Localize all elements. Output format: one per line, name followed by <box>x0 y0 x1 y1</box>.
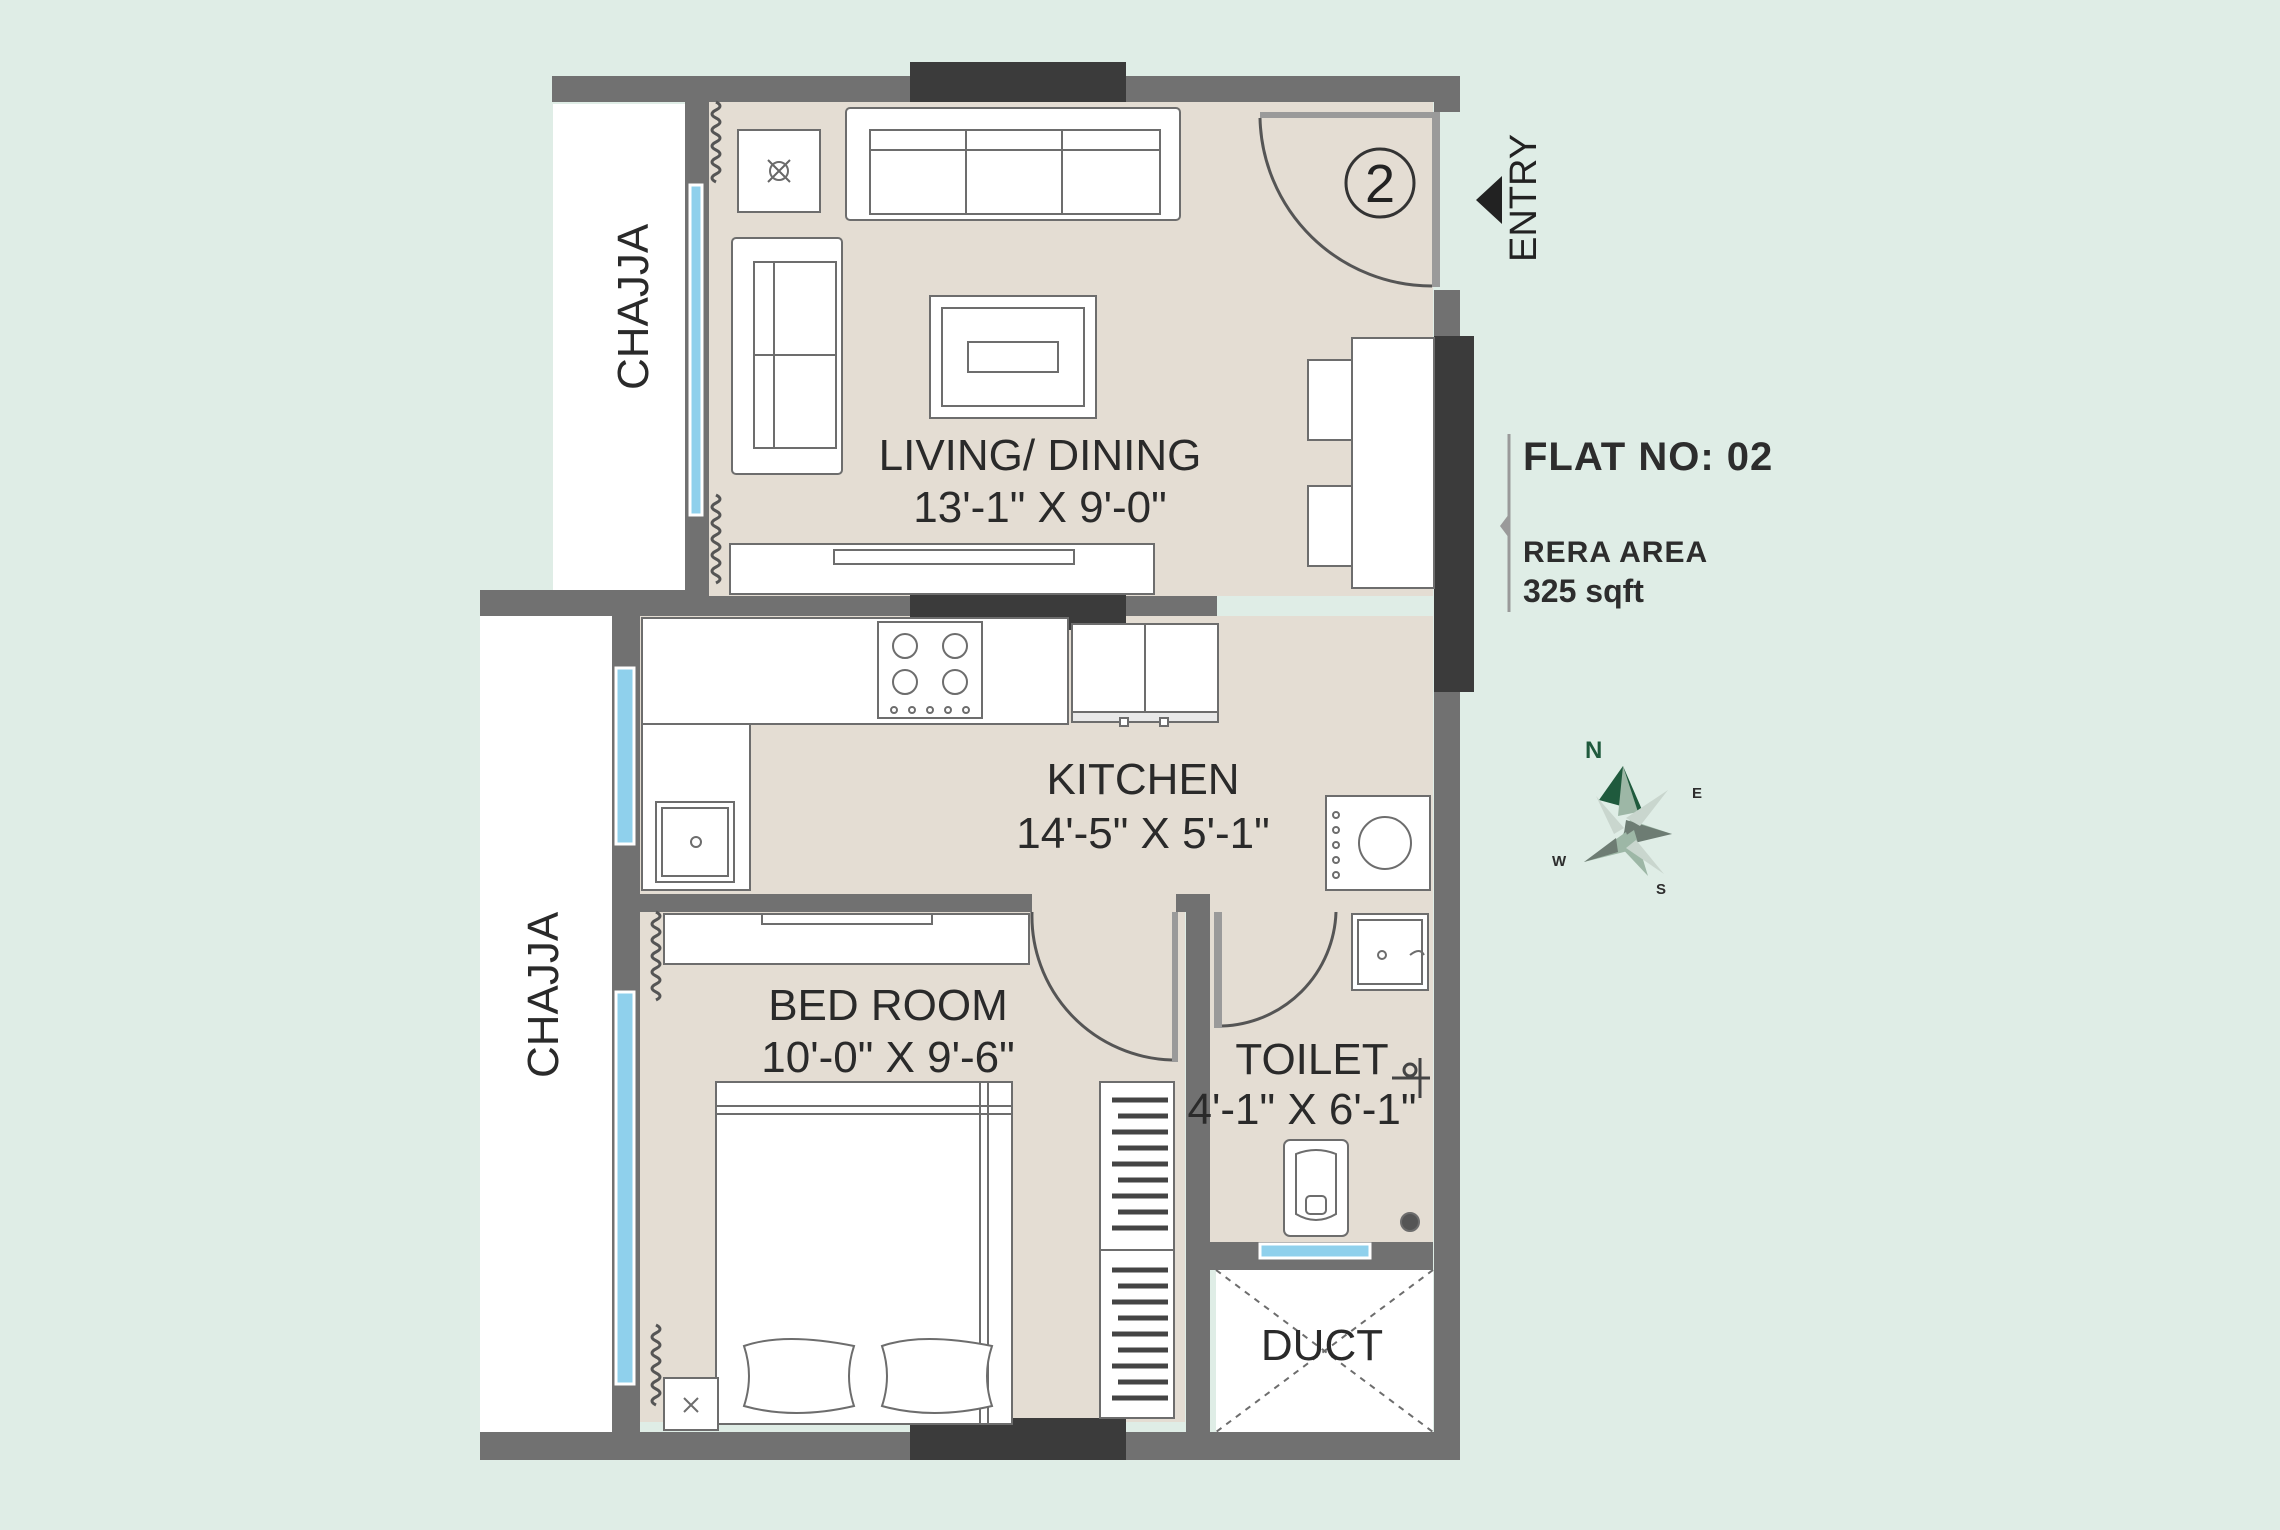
unit-number-circle <box>1344 147 1416 219</box>
chajja-bottom-slab <box>480 614 612 1432</box>
pillow-right <box>880 1338 994 1414</box>
window-living <box>688 183 704 517</box>
compass-s: S <box>1656 881 1666 898</box>
chajja-top-slab <box>553 104 685 590</box>
wardrobe-hangers <box>1112 1097 1168 1401</box>
toilet-door <box>1214 911 1338 1028</box>
kitchen-furniture <box>641 617 1431 891</box>
toilet-size: 4'-1" X 6'-1" <box>1187 1085 1416 1134</box>
dining-table <box>1351 337 1435 589</box>
flat-info: FLAT NO: 02 RERA AREA 325 sqft <box>1500 434 1773 612</box>
shower-taps <box>1392 1058 1430 1098</box>
windows <box>614 183 1372 1386</box>
living-furniture <box>729 107 1435 595</box>
duct-name: DUCT <box>1261 1321 1383 1370</box>
toilet-name: TOILET <box>1235 1035 1388 1084</box>
chajja-bottom-label: CHAJJA <box>519 911 568 1078</box>
toilet-fixtures <box>1283 913 1429 1237</box>
chajja-top-label: CHAJJA <box>609 223 658 390</box>
info-pointer <box>1500 514 1509 538</box>
window-bedroom <box>614 990 636 1386</box>
bedroom-furniture <box>663 913 1175 1431</box>
entry-arrow-icon <box>1476 176 1502 224</box>
compass-n: N <box>1585 737 1602 764</box>
curtains <box>650 100 722 1407</box>
room-labels: LIVING/ DINING 13'-1" X 9'-0" KITCHEN 14… <box>519 223 1417 1370</box>
bedroom-size: 10'-0" X 9'-6" <box>761 1033 1015 1082</box>
rera-area-label: RERA AREA <box>1523 536 1708 569</box>
compass-w: W <box>1552 853 1567 870</box>
unit-number: 2 <box>1365 154 1395 214</box>
window-kitchen <box>614 666 636 846</box>
pillow-left <box>742 1338 856 1414</box>
entry-door <box>1258 112 1440 288</box>
duct-floor <box>1216 1270 1433 1450</box>
bedroom-name: BED ROOM <box>768 981 1008 1030</box>
compass-rose-icon: N E S W <box>1552 737 1702 898</box>
rera-area-value: 325 sqft <box>1523 573 1644 609</box>
bedroom-door <box>1030 911 1178 1062</box>
compass-e: E <box>1692 785 1702 802</box>
hob <box>877 621 983 719</box>
floor-drain <box>1400 1212 1420 1232</box>
flat-number: FLAT NO: 02 <box>1523 435 1773 479</box>
kitchen-size: 14'-5" X 5'-1" <box>1016 809 1270 858</box>
window-toilet <box>1258 1242 1372 1260</box>
kitchen-name: KITCHEN <box>1046 755 1239 804</box>
living-room-name: LIVING/ DINING <box>879 431 1202 480</box>
entry-label: ENTRY <box>1503 134 1545 262</box>
kitchen-counter <box>641 617 1069 725</box>
living-room-size: 13'-1" X 9'-0" <box>913 483 1167 532</box>
duct-cross <box>1215 1269 1434 1433</box>
